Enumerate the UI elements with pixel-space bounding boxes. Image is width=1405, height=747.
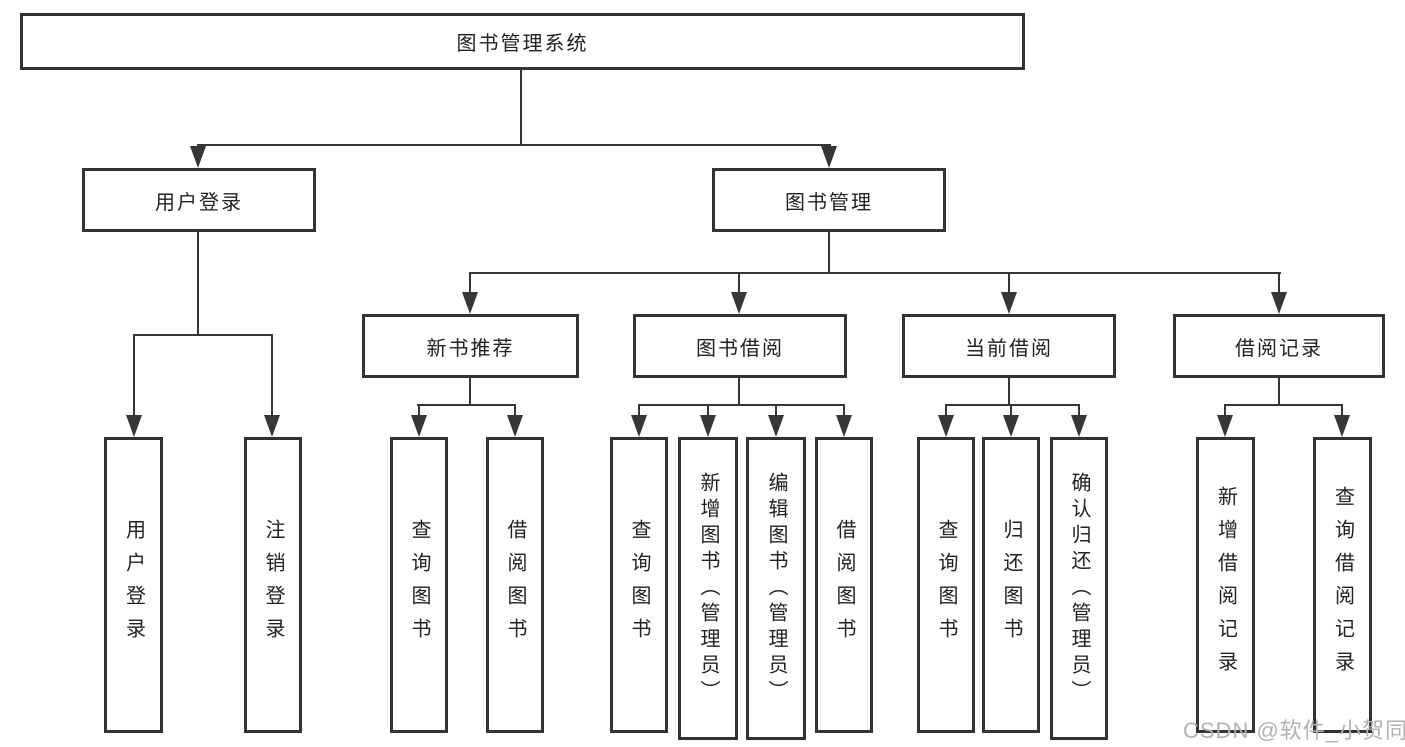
node-book-borrow: 图书借阅 [633,314,847,378]
node-label: 图书管理 [785,191,873,214]
arrow-down-icon [836,415,852,437]
connector-line [520,69,522,146]
node-label: 查询借阅记录 [1331,486,1354,684]
connector-line [1278,272,1280,295]
arrow-down-icon [731,292,747,314]
arrow-down-icon [1334,415,1350,437]
connector-line [197,144,831,146]
node-label: 当前借阅 [965,337,1053,360]
node-borrow-records: 借阅记录 [1173,314,1385,378]
connector-line [514,404,516,417]
connector-line [469,377,471,406]
arrow-down-icon [1001,292,1017,314]
arrow-down-icon [1071,415,1087,437]
leaf-query-books-3: 查询图书 [917,437,975,733]
connector-line [469,272,1281,274]
leaf-add-borrow-record: 新增借阅记录 [1196,437,1255,733]
connector-line [469,272,471,295]
connector-line [1278,377,1280,406]
leaf-edit-book-admin: 编辑图书（管理员） [746,437,806,740]
node-label: 查询图书 [935,519,957,651]
connector-line [133,334,273,336]
connector-line [945,404,1080,406]
arrow-down-icon [1003,415,1019,437]
node-label: 借阅记录 [1235,337,1323,360]
leaf-borrow-books-2: 借阅图书 [815,437,873,733]
arrow-down-icon [821,146,837,168]
leaf-confirm-return-admin: 确认归还（管理员） [1050,437,1108,740]
node-label: 用户登录 [155,191,243,214]
connector-line [828,231,830,274]
arrow-down-icon [411,415,427,437]
connector-line [638,404,640,417]
arrow-down-icon [126,415,142,437]
connector-line [738,377,740,406]
node-label: 归还图书 [1000,519,1022,651]
node-label: 借阅图书 [504,519,526,651]
connector-line [133,334,135,418]
node-label: 编辑图书（管理员） [765,471,787,706]
connector-line [638,404,845,406]
connector-line [843,404,845,417]
node-label: 用户登录 [122,519,145,651]
arrow-down-icon [1217,415,1233,437]
connector-line [1008,272,1010,295]
node-user-login: 用户登录 [82,168,316,232]
leaf-query-books-1: 查询图书 [390,437,448,733]
node-book-management: 图书管理 [712,168,946,232]
connector-line [1010,404,1012,417]
leaf-logout: 注销登录 [244,437,302,733]
node-new-book-recommend: 新书推荐 [362,314,579,378]
leaf-add-book-admin: 新增图书（管理员） [678,437,738,740]
leaf-return-book: 归还图书 [982,437,1040,733]
watermark: CSDN @软件_小贺同学 [1183,718,1405,743]
arrow-down-icon [264,415,280,437]
connector-line [417,404,516,406]
connector-line [1341,404,1343,417]
arrow-down-icon [700,415,716,437]
arrow-down-icon [938,415,954,437]
node-current-borrow: 当前借阅 [902,314,1116,378]
arrow-down-icon [631,415,647,437]
connector-line [271,334,273,418]
node-label: 借阅图书 [833,519,855,651]
connector-line [1008,377,1010,406]
node-label: 查询图书 [628,519,650,651]
leaf-user-login: 用户登录 [104,437,163,733]
arrow-down-icon [507,415,523,437]
node-label: 新增借阅记录 [1214,486,1237,684]
node-library-management-system: 图书管理系统 [20,13,1025,70]
connector-line [1078,404,1080,417]
connector-line [738,272,740,295]
node-label: 图书借阅 [696,337,784,360]
connector-line [775,404,777,417]
arrow-down-icon [462,292,478,314]
connector-line [945,404,947,417]
node-label: 确认归还（管理员） [1068,471,1090,706]
arrow-down-icon [768,415,784,437]
node-label: 新书推荐 [426,337,515,360]
arrow-down-icon [1271,292,1287,314]
node-label: 新增图书（管理员） [697,471,719,706]
node-label: 查询图书 [408,519,430,651]
leaf-query-borrow-record: 查询借阅记录 [1313,437,1372,733]
arrow-down-icon [190,146,206,168]
connector-line [418,404,420,417]
leaf-borrow-books-1: 借阅图书 [486,437,544,733]
node-label: 注销登录 [262,519,284,651]
leaf-query-books-2: 查询图书 [610,437,668,733]
connector-line [1224,404,1343,406]
connector-line [197,231,199,336]
connector-line [707,404,709,417]
connector-line [1224,404,1226,417]
node-label: 图书管理系统 [456,33,589,55]
